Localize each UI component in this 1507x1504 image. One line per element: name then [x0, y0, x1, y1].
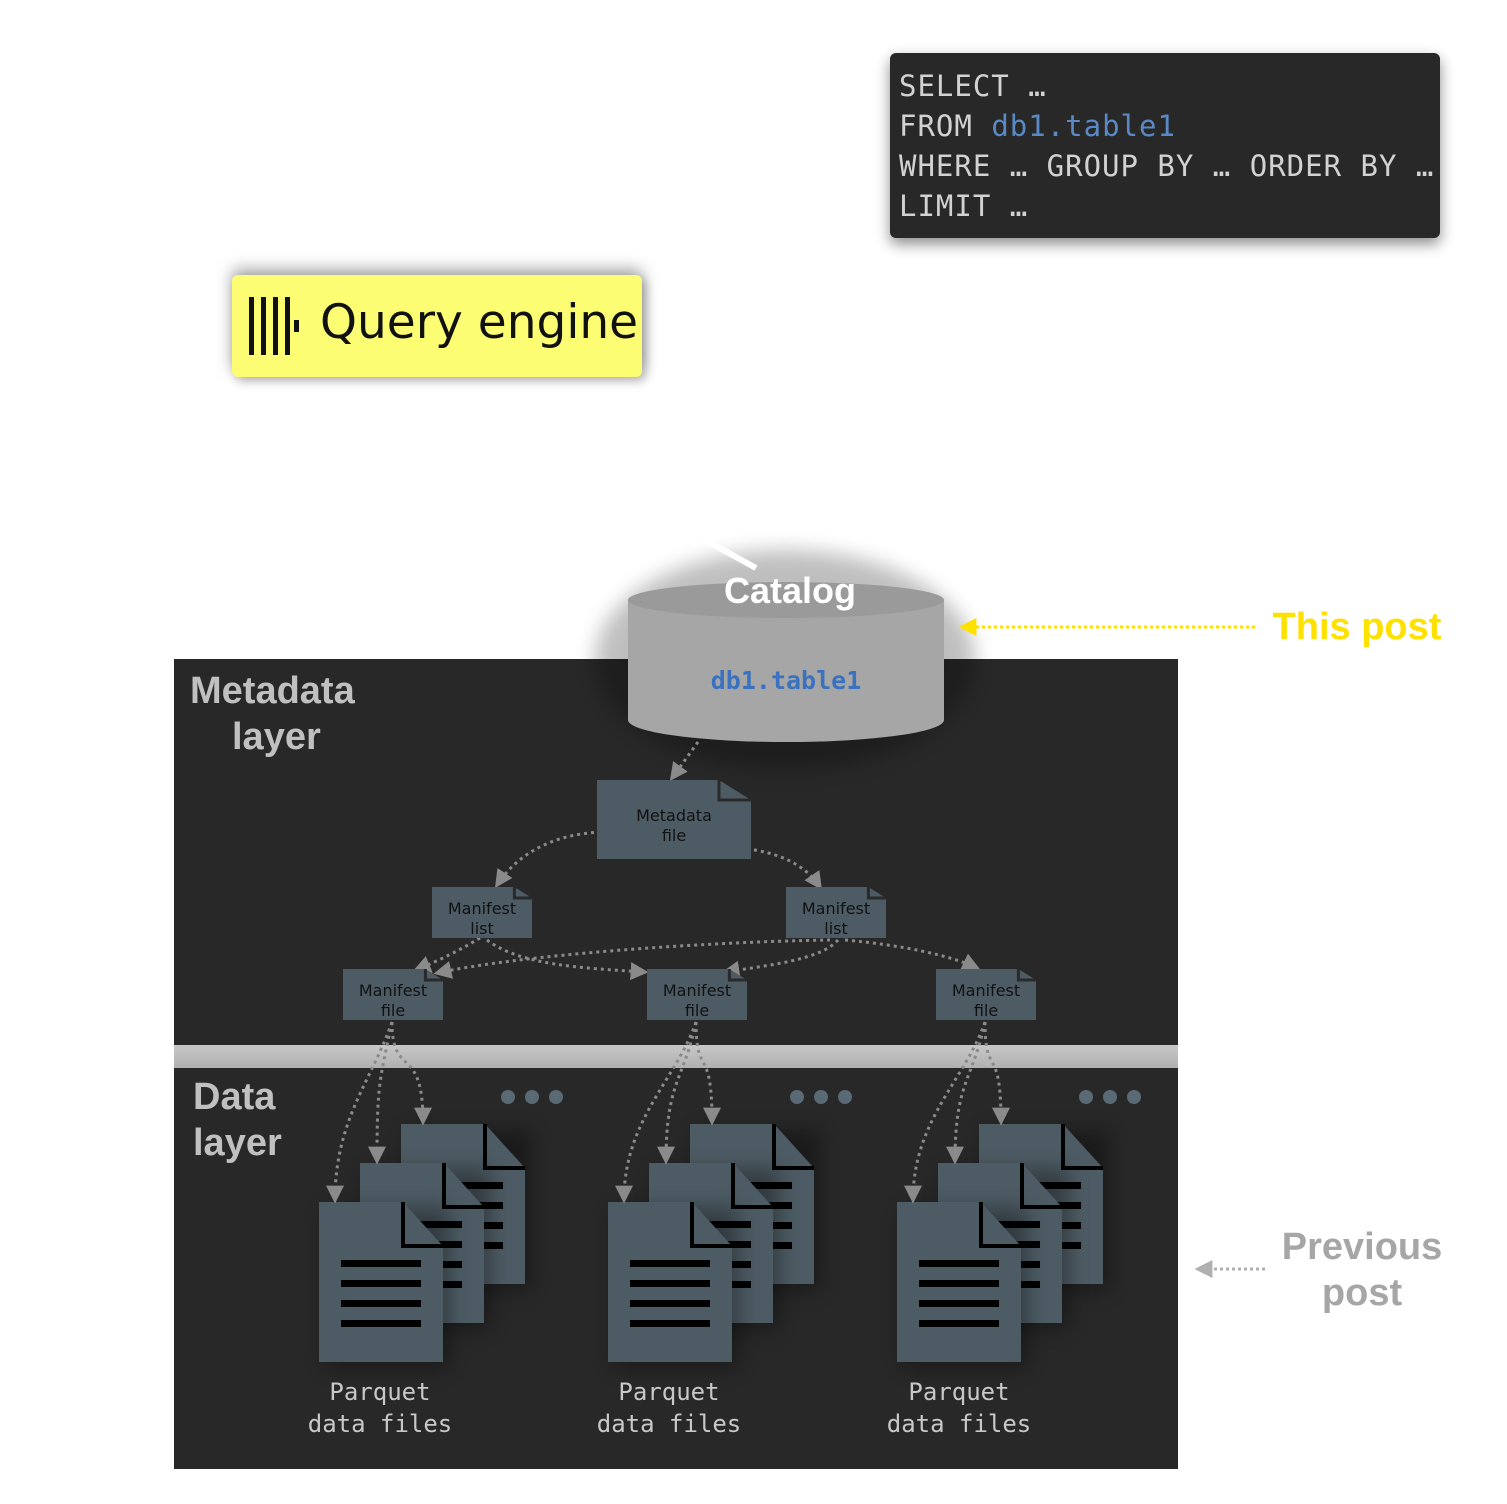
arrow-metadata-to-list2: [739, 846, 823, 890]
label-line: Manifest: [447, 899, 517, 918]
layer-separator: [174, 1045, 1178, 1068]
sql-line-select: SELECT …: [899, 69, 1047, 103]
arrow-metadata-to-list1: [495, 830, 609, 889]
query-engine-box: Query engine: [232, 275, 642, 377]
query-engine-label: Query engine: [320, 295, 639, 350]
label-line: Metadata: [636, 806, 712, 825]
bars-logo-icon: [249, 297, 299, 355]
parquet-file-icon: [897, 1202, 1027, 1368]
manifest-file-icon: [936, 969, 1036, 1020]
title-line: layer: [232, 716, 321, 758]
manifest-file-icon: [647, 969, 747, 1020]
title-line: layer: [193, 1122, 282, 1164]
manifest-list-icon: [432, 887, 532, 938]
manifest-file-label: Manifest file: [343, 981, 443, 1021]
label-line: Parquet: [908, 1378, 1010, 1406]
sql-line-where: WHERE … GROUP BY … ORDER BY …: [899, 149, 1434, 183]
label-line: data files: [596, 1410, 742, 1438]
arrow-list2-to-mf2: [721, 938, 840, 979]
more-dots-icon: [790, 1090, 852, 1104]
parquet-group-label: Parquet data files: [569, 1376, 769, 1440]
label-line: file: [380, 1001, 406, 1020]
manifest-file-label: Manifest file: [936, 981, 1036, 1021]
arrow-manifest-to-parquet: [983, 1021, 1010, 1126]
label-line: file: [973, 1001, 999, 1020]
label-line: Manifest: [951, 981, 1021, 1000]
parquet-file-icon: [608, 1202, 738, 1368]
arrow-manifest-to-parquet: [694, 1021, 721, 1126]
label-line: file: [684, 1001, 710, 1020]
label-line: data files: [886, 1410, 1032, 1438]
title-line: Data: [193, 1076, 276, 1118]
arrow-catalog-to-metadata: [669, 741, 700, 781]
arrow-list2-to-mf1: [433, 938, 831, 979]
manifest-list-icon: [786, 887, 886, 938]
more-dots-icon: [1079, 1090, 1141, 1104]
label-line: list: [824, 919, 848, 938]
sql-keyword: WHERE … GROUP BY … ORDER BY …: [899, 149, 1435, 183]
sql-table-identifier: db1.table1: [991, 109, 1176, 143]
manifest-file-label: Manifest file: [647, 981, 747, 1021]
title-line: Metadata: [190, 670, 355, 712]
arrow-manifest-to-parquet: [904, 1021, 987, 1204]
manifest-list-label: Manifest list: [786, 899, 886, 939]
arrow-manifest-to-parquet: [615, 1021, 698, 1204]
parquet-group-label: Parquet data files: [280, 1376, 480, 1440]
label-line: Parquet: [329, 1378, 431, 1406]
arrow-manifest-to-parquet: [390, 1021, 432, 1126]
manifest-file-icon: [343, 969, 443, 1020]
arrow-manifest-to-parquet: [657, 1021, 698, 1165]
label-line: Parquet: [618, 1378, 720, 1406]
annotation-line: post: [1321, 1272, 1403, 1314]
label-line: Manifest: [358, 981, 428, 1000]
parquet-file-icon: [319, 1202, 449, 1368]
label-line: data files: [307, 1410, 453, 1438]
more-dots-icon: [501, 1090, 563, 1104]
sql-line-limit: LIMIT …: [899, 189, 1028, 223]
catalog-table-name: db1.table1: [710, 666, 862, 695]
metadata-layer-title: Metadata layer: [190, 668, 355, 760]
manifest-list-label: Manifest list: [432, 899, 532, 939]
this-post-annotation: This post: [1272, 606, 1442, 648]
sql-line-from: FROM db1.table1: [899, 109, 1176, 143]
label-line: Manifest: [801, 899, 871, 918]
sql-keyword: FROM: [899, 109, 992, 143]
arrow-manifest-to-parquet: [946, 1021, 987, 1165]
label-line: file: [661, 826, 687, 845]
arrow-list1-to-mf1: [412, 936, 481, 973]
catalog-cylinder-icon: [628, 582, 944, 742]
arrow-list2-to-mf3: [844, 938, 981, 970]
metadata-file-icon: [597, 780, 751, 859]
metadata-file-label: Metadata file: [598, 806, 750, 846]
arrow-manifest-to-parquet: [326, 1021, 394, 1204]
label-line: list: [470, 919, 494, 938]
sql-keyword: SELECT …: [899, 69, 1047, 103]
metadata-arrows: [412, 741, 981, 981]
catalog-title: Catalog: [723, 570, 856, 611]
sql-query-box: SELECT … FROM db1.table1 WHERE … GROUP B…: [890, 53, 1440, 238]
decorative-line: [703, 537, 758, 571]
data-layer-title: Data layer: [193, 1074, 282, 1166]
arrow-list1-to-mf2: [486, 938, 649, 981]
parquet-group-label: Parquet data files: [859, 1376, 1059, 1440]
annotation-line: Previous: [1281, 1226, 1443, 1268]
previous-post-annotation: Previous post: [1272, 1224, 1452, 1316]
label-line: Manifest: [662, 981, 732, 1000]
sql-keyword: LIMIT …: [899, 189, 1029, 223]
